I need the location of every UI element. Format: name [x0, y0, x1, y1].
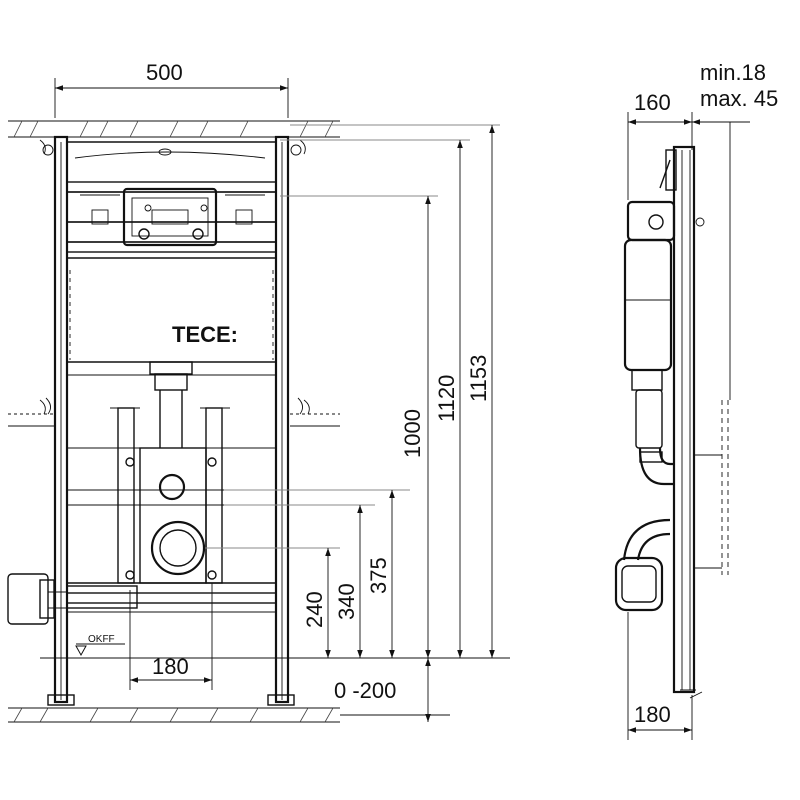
pan-supports [110, 407, 230, 584]
dim-375-label: 375 [366, 557, 391, 594]
dim-wall-max-label: max. 45 [700, 86, 778, 111]
dim-160 [627, 112, 693, 200]
side-view: 160 min.18 max. 45 180 [614, 60, 778, 740]
height-extension-lines [205, 124, 500, 549]
dim-wall-thickness [692, 119, 750, 400]
mounting-plate [67, 447, 276, 584]
ceiling-slab [8, 120, 340, 138]
floor-label: OKFF [88, 634, 115, 645]
dim-340-label: 340 [334, 583, 359, 620]
dim-160-label: 160 [634, 90, 671, 115]
brand-logo: TECE: [172, 322, 238, 347]
dim-500-label: 500 [146, 60, 183, 85]
side-frame [659, 145, 705, 694]
side-pipes [614, 447, 674, 612]
dim-wall-min-label: min.18 [700, 60, 766, 85]
dim-180-front-label: 180 [152, 654, 189, 679]
cistern-crossbar [66, 181, 277, 253]
frame-posts [42, 135, 302, 706]
side-wall-plane [680, 400, 729, 699]
dim-1153-label: 1153 [466, 355, 491, 402]
side-cistern [623, 200, 676, 449]
dim-0-200 [340, 658, 450, 722]
top-rail [67, 141, 276, 159]
flush-pipe [149, 361, 193, 448]
dim-180-side-label: 180 [634, 702, 671, 727]
dim-240-label: 240 [302, 591, 327, 628]
bottom-rail [7, 573, 277, 625]
floor-level [40, 643, 510, 659]
dim-1000-label: 1000 [400, 409, 425, 458]
dim-0-200-label: 0 -200 [334, 678, 396, 703]
dim-1120-label: 1120 [434, 375, 459, 422]
cistern-body [67, 257, 276, 376]
wall-bracket-lines [8, 139, 340, 427]
dim-180-side [627, 612, 693, 740]
floor-slab [8, 707, 340, 723]
front-view: TECE: [7, 60, 510, 723]
dim-500 [54, 78, 289, 118]
dim-180-front [129, 583, 213, 690]
